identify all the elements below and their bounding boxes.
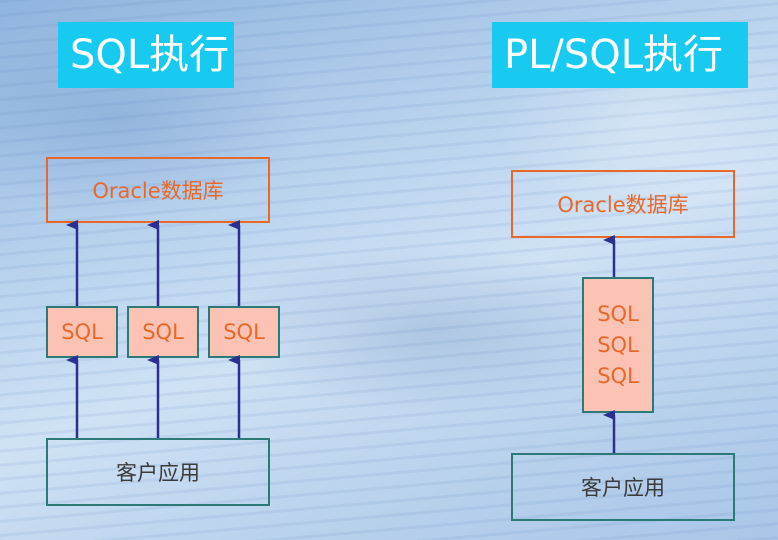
right-sql-line-3: SQL — [597, 363, 639, 388]
right-title: PL/SQL执行 — [492, 22, 748, 88]
right-sql-block: SQL SQL SQL — [582, 277, 654, 413]
right-sql-line-1: SQL — [597, 301, 639, 326]
left-sql-box-3: SQL — [208, 306, 280, 358]
right-client-application-box: 客户应用 — [511, 453, 735, 521]
left-client-application-box: 客户应用 — [46, 438, 270, 506]
right-sql-line-2: SQL — [597, 332, 639, 357]
left-title: SQL执行 — [58, 22, 234, 88]
left-sql-box-1: SQL — [46, 306, 118, 358]
left-sql-box-2: SQL — [127, 306, 199, 358]
right-oracle-database-box: Oracle数据库 — [511, 170, 735, 238]
